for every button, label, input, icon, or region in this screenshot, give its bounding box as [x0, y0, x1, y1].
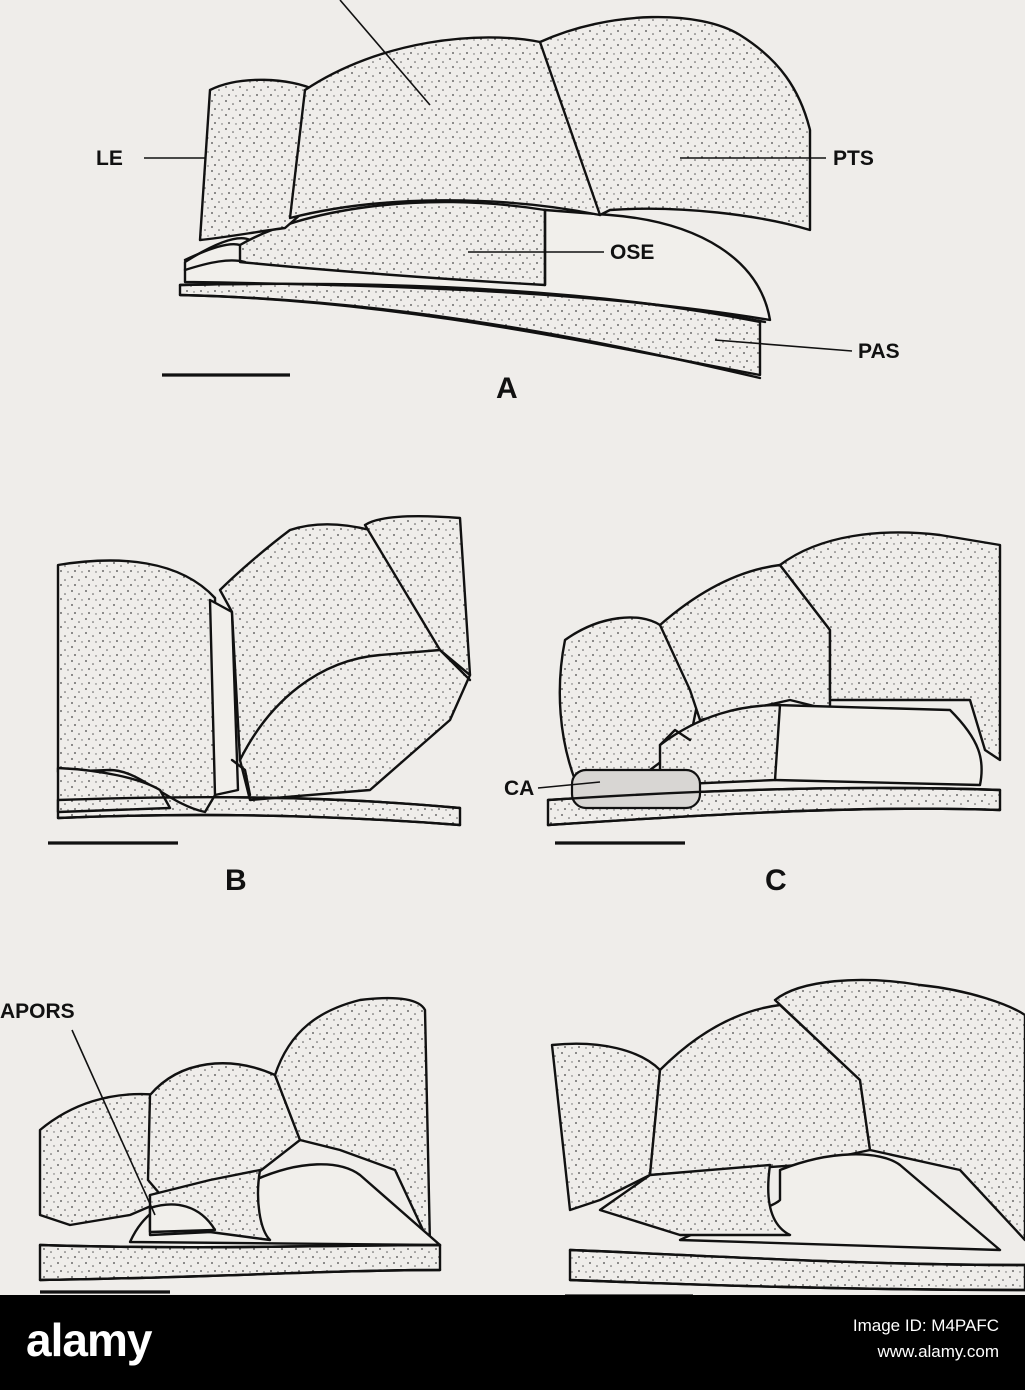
image-id-text: Image ID: M4PAFC: [852, 1316, 999, 1335]
panel-a: LE PTS OSE PAS A: [96, 0, 900, 405]
label-ca: CA: [504, 777, 534, 800]
label-apors: APORS: [0, 1000, 75, 1023]
panel-b: B: [48, 515, 472, 897]
label-le: LE: [96, 147, 123, 170]
label-pts: PTS: [833, 147, 874, 170]
watermark-meta: Image ID: M4PAFC www.alamy.com: [853, 1313, 999, 1365]
label-ose: OSE: [610, 241, 654, 264]
panel-e: [550, 978, 1025, 1295]
panel-label-c: C: [765, 864, 787, 897]
panel-c: CA C: [504, 531, 1002, 897]
anatomical-figure: LE PTS OSE PAS A B: [0, 0, 1025, 1295]
panel-label-a: A: [496, 372, 518, 405]
panel-d: APORS: [0, 996, 442, 1294]
label-pas: PAS: [858, 340, 900, 363]
panel-label-b: B: [225, 864, 247, 897]
ca-shaded-region: [570, 768, 702, 810]
watermark-bar: alamy Image ID: M4PAFC www.alamy.com: [0, 1295, 1025, 1390]
alamy-logo: alamy: [26, 1314, 152, 1366]
site-url-text: www.alamy.com: [877, 1342, 999, 1361]
